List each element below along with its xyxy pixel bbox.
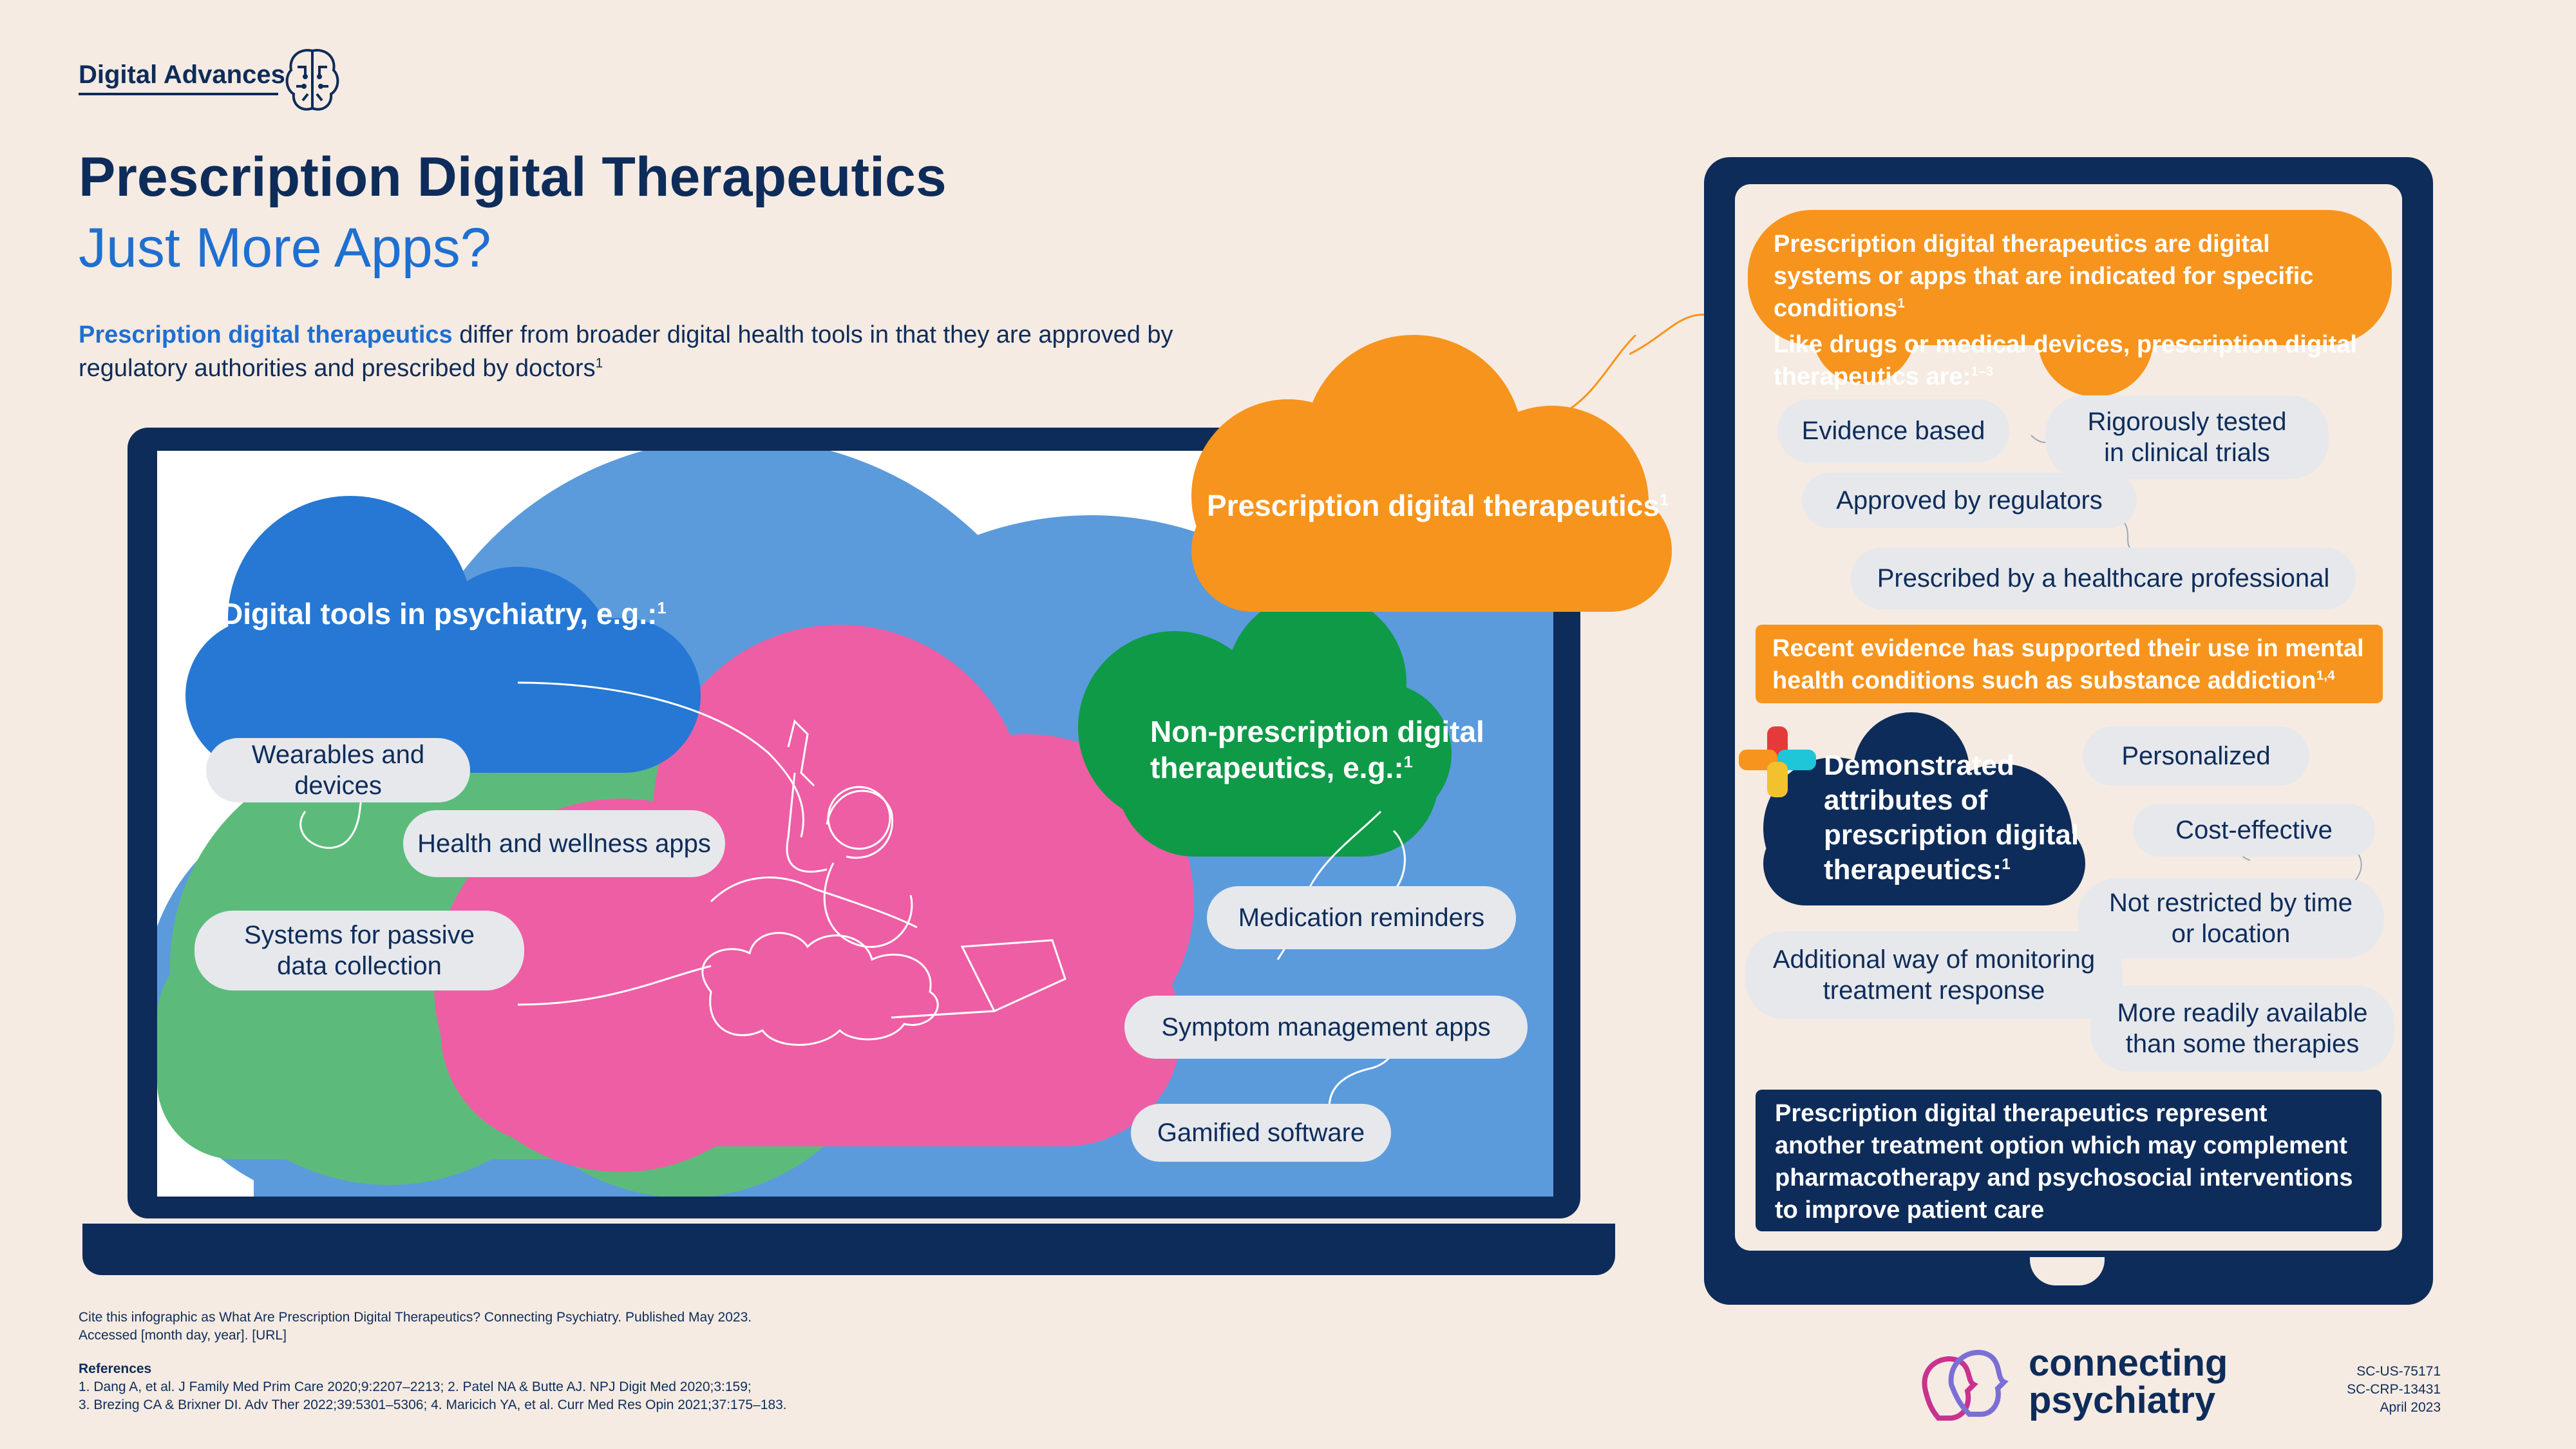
definition-2: Like drugs or medical devices, prescript… <box>1774 328 2367 393</box>
definition-1: Prescription digital therapeutics are di… <box>1774 228 2367 325</box>
laptop-base <box>82 1224 1615 1275</box>
citation-line-1: Cite this infographic as What Are Prescr… <box>79 1310 752 1325</box>
reference-line-2: 3. Brezing CA & Brixner DI. Adv Ther 202… <box>79 1397 787 1412</box>
intro-highlight: Prescription digital therapeutics <box>79 321 453 348</box>
pill-tested-text-1: Rigorously tested <box>2087 408 2287 436</box>
brain-icon <box>285 49 339 111</box>
pill-prescribed-hcp: Prescribed by a healthcare professional <box>1851 547 2356 609</box>
code-1: SC-US-75171 <box>2356 1364 2441 1379</box>
brand-underline <box>79 93 278 95</box>
pill-medication-reminders: Medication reminders <box>1207 886 1516 949</box>
tablet-home-notch <box>2030 1257 2105 1285</box>
intro-body: differ from broader digital health tools… <box>79 321 1173 382</box>
attr-not-restricted-text-2: or location <box>2171 920 2291 948</box>
logo-line-2: psychiatry <box>2029 1379 2216 1421</box>
attr-monitoring-text-2: treatment response <box>1823 976 2045 1005</box>
connecting-psychiatry-logo-text: connecting psychiatry <box>2029 1345 2228 1419</box>
attributes-title: Demonstrated attributes of prescription … <box>1824 748 2094 887</box>
pill-symptom-apps: Symptom management apps <box>1124 996 1528 1059</box>
references-title: References <box>79 1361 152 1376</box>
references: References 1. Dang A, et al. J Family Me… <box>79 1360 787 1414</box>
reference-line-1: 1. Dang A, et al. J Family Med Prim Care… <box>79 1379 752 1394</box>
attr-cost-effective: Cost-effective <box>2133 804 2375 857</box>
conclusion-box: Prescription digital therapeutics repres… <box>1756 1090 2382 1231</box>
attributes-title-text: Demonstrated attributes of prescription … <box>1824 750 2079 886</box>
connecting-psychiatry-logo-icon <box>1922 1350 2009 1421</box>
definition-1-ref: 1 <box>1897 296 1905 311</box>
attr-monitoring: Additional way of monitoring treatment r… <box>1745 931 2123 1019</box>
plus-icon <box>1739 726 1816 797</box>
pill-evidence-based: Evidence based <box>1777 399 2009 462</box>
attr-available-text-2: than some therapies <box>2125 1030 2360 1058</box>
pill-gamified-software: Gamified software <box>1131 1104 1391 1162</box>
attr-readily-available: More readily available than some therapi… <box>2090 985 2394 1072</box>
code-date: April 2023 <box>2380 1400 2441 1415</box>
blue-cloud-text: Digital tools in psychiatry, e.g.: <box>222 597 658 630</box>
green-cloud-text-1: Non-prescription digital <box>1150 715 1484 748</box>
green-cloud-ref: 1 <box>1403 753 1413 772</box>
evidence-ref: 1,4 <box>2316 668 2335 683</box>
pill-health-apps: Health and wellness apps <box>403 810 725 877</box>
brand-name: Digital Advances <box>79 61 285 89</box>
orange-cloud-ref: 1 <box>1659 491 1669 509</box>
definition-2-text: Like drugs or medical devices, prescript… <box>1774 331 2357 390</box>
attributes-cloud <box>1763 712 2085 905</box>
definition-1-text: Prescription digital therapeutics are di… <box>1774 231 2314 322</box>
pill-approved-regulators: Approved by regulators <box>1802 473 2137 528</box>
evidence-box: Recent evidence has supported their use … <box>1756 625 2383 703</box>
citation: Cite this infographic as What Are Prescr… <box>79 1309 752 1345</box>
page-subtitle: Just More Apps? <box>79 217 491 279</box>
attr-available-text-1: More readily available <box>2117 999 2368 1027</box>
pill-passive-data: Systems for passive data collection <box>194 911 524 990</box>
page-title: Prescription Digital Therapeutics <box>79 146 947 208</box>
green-cloud-label: Non-prescription digital therapeutics, e… <box>1150 714 1484 786</box>
document-codes: SC-US-75171 SC-CRP-13431 April 2023 <box>2344 1363 2441 1417</box>
pill-tested-text-2: in clinical trials <box>2104 439 2270 467</box>
pill-rigorously-tested: Rigorously tested in clinical trials <box>2045 395 2329 479</box>
orange-cloud-label: Prescription digital therapeutics1 <box>1207 488 1669 523</box>
blue-cloud-label: Digital tools in psychiatry, e.g.:1 <box>222 596 667 631</box>
orange-cloud-text: Prescription digital therapeutics <box>1207 489 1660 522</box>
pill-wearables: Wearables and devices <box>206 738 470 802</box>
logo-line-1: connecting <box>2029 1342 2228 1384</box>
code-2: SC-CRP-13431 <box>2347 1382 2441 1397</box>
intro-ref: 1 <box>595 355 603 371</box>
green-cloud-text-2: therapeutics, e.g.: <box>1150 751 1404 784</box>
pill-passive-text-1: Systems for passive <box>244 921 475 949</box>
attr-personalized: Personalized <box>2083 726 2309 786</box>
pill-passive-text-2: data collection <box>277 952 442 980</box>
laptop-screen: Digital tools in psychiatry, e.g.:1 Non-… <box>157 451 1553 1197</box>
blue-cloud-ref: 1 <box>657 599 667 618</box>
attributes-ref: 1 <box>2002 855 2011 873</box>
attr-not-restricted: Not restricted by time or location <box>2078 878 2384 958</box>
attr-monitoring-text-1: Additional way of monitoring <box>1772 945 2096 974</box>
intro-text: Prescription digital therapeutics differ… <box>79 318 1173 385</box>
evidence-text: Recent evidence has supported their use … <box>1772 635 2364 694</box>
orange-cloud <box>1191 335 1672 612</box>
attr-not-restricted-text-1: Not restricted by time <box>2109 889 2353 917</box>
definition-2-ref: 1–3 <box>1971 364 1994 379</box>
citation-line-2: Accessed [month day, year]. [URL] <box>79 1328 287 1343</box>
definition-block: Prescription digital therapeutics are di… <box>1754 222 2387 399</box>
